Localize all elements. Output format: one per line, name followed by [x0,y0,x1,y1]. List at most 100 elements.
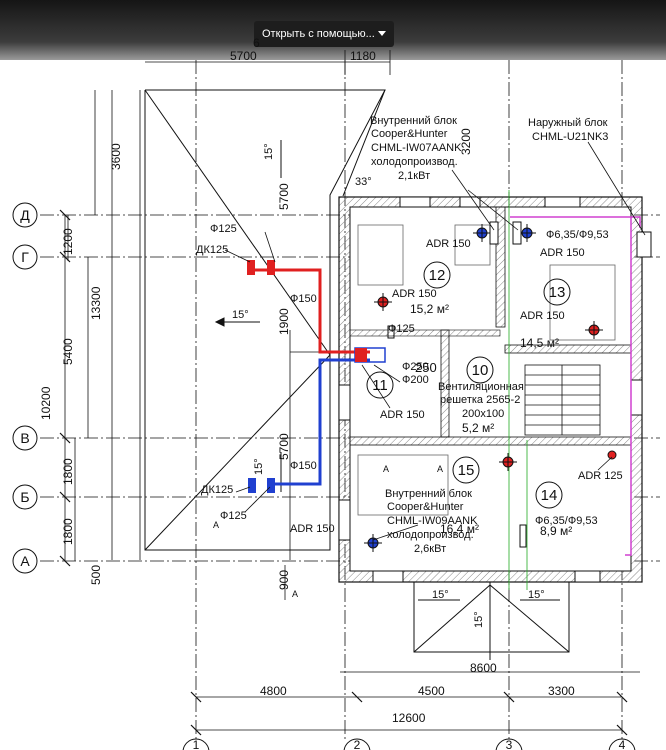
room-14-num: 14 [541,487,558,504]
room-10-area: 5,2 м² [462,421,494,435]
slope-6: 15° [473,611,485,628]
axis-col-2: 2 [354,738,361,750]
slope-3: 15° [253,458,265,475]
room-10-num: 10 [472,362,489,379]
dim-left-5400: 5400 [61,338,75,365]
diffusers [364,224,617,552]
dim-left-500: 500 [89,565,103,585]
dim-left-3600: 3600 [109,143,123,170]
indoor2-line4: холодопроизвод. [387,529,474,541]
dim-left-10200: 10200 [39,386,53,420]
indoor2-line3: CHML-IW09AANK [387,515,478,527]
leader-lines [224,141,646,541]
section-a-3: А [292,589,298,599]
column-axis-markers: 1 2 3 4 [182,738,636,750]
dim-bottom-4800: 4800 [260,684,287,698]
outdoor-line1: Наружный блок [528,117,608,129]
duct-d125-a: Ф125 [210,223,237,235]
diffuser-exhaust [607,450,617,460]
room-12-num: 12 [429,267,446,284]
slope-labels: 15° 15° 15° 15° 15° 15° 33° [232,143,545,628]
duct-d125-c: Ф125 [220,510,247,522]
pipe-size-1: Ф6,35/Ф9,53 [546,229,609,241]
dim-bottom-8600: 8600 [470,661,497,675]
vent-line3: 200х100 [462,408,504,420]
room-250-tag: 250 [415,360,437,375]
dim-left-3200: 3200 [459,128,473,155]
dim-mid-900: 900 [277,570,291,590]
building-walls [338,190,643,590]
axis-row-g: Г [21,249,29,265]
adr150-b: ADR 150 [540,247,585,259]
indoor1-line2: Cooper&Hunter [371,128,448,140]
indoor1-line4: холодопроизвод. [371,156,458,168]
duct-dk125-a: ДК125 [196,244,228,256]
indoor2-line1: Внутренний блок [385,488,472,500]
slope-4: 15° [432,589,449,601]
viewer-toolbar: Открыть с помощью... [0,0,666,60]
pipe-size-2: Ф6,35/Ф9,53 [535,515,598,527]
room-15-num: 15 [458,462,475,479]
room-11-num: 11 [372,377,388,394]
duct-d150-a: Ф150 [290,293,317,305]
dim-left-1800b: 1800 [61,518,75,545]
slope-arrows [214,140,560,640]
open-with-button[interactable]: Открыть с помощью... [254,21,394,47]
row-axis-markers: Д Г В Б А [12,202,38,574]
adr150-e: ADR 150 [380,409,425,421]
duct-dk125-b: ДК125 [201,484,233,496]
axis-row-a: А [20,553,30,569]
duct-d125-b: Ф125 [388,323,415,335]
adr150-f: ADR 150 [290,523,335,535]
room-15-area: 16,4 м² [440,522,479,536]
diffuser-exhaust [364,534,382,552]
diffuser-supply [585,321,603,339]
indoor1-line3: CHML-IW07AANK [371,142,462,154]
axis-row-d: Д [20,207,30,223]
open-with-label: Открыть с помощью... [262,28,375,40]
vent-line1: Вентиляционная [438,381,524,393]
section-a-4: А [213,520,219,530]
axis-col-3: 3 [506,738,513,750]
duct-d150-b: Ф150 [290,460,317,472]
indoor2-line5: 2,6кВт [414,543,446,555]
diffuser-supply [374,293,392,311]
dim-top-6: 6 [253,36,260,50]
section-a-2: А [437,464,443,474]
duct-d250: Ф250 [402,361,429,373]
section-a-1: А [383,464,389,474]
room-12-area: 15,2 м² [410,302,449,316]
diffuser-exhaust [473,224,491,242]
dim-left-1200: 1200 [61,228,75,255]
indoor1-line1: Внутренний блок [370,115,457,127]
dim-bottom-3300: 3300 [548,684,575,698]
slope-1: 15° [232,309,249,321]
duct-d200: Ф200 [402,374,429,386]
room-14-area: 8,9 м² [540,524,572,538]
axis-col-4: 4 [619,738,626,750]
dim-mid-1900: 1900 [277,308,291,335]
annotations: Внутренний блок Cooper&Hunter CHML-IW07A… [196,115,623,599]
chevron-down-icon [378,31,386,36]
adr150-c: ADR 150 [392,288,437,300]
adr150-d: ADR 150 [520,310,565,322]
slope-2: 15° [263,143,275,160]
dim-bottom-4500: 4500 [418,684,445,698]
dim-left-5700: 5700 [277,183,291,210]
outdoor-line2: CHML-U21NK3 [532,131,608,143]
axis-row-b: Б [20,489,29,505]
axis-col-1: 1 [193,738,200,750]
room-tags: 12 15,2 м² 13 14,5 м² 10 5,2 м² 11 250 1… [366,261,572,538]
dim-left-13300: 13300 [89,286,103,320]
slope-5: 15° [528,589,545,601]
dimension-lines [64,50,640,731]
dim-left-1800a: 1800 [61,458,75,485]
dim-bottom-12600: 12600 [392,711,426,725]
dim-mid-5700: 5700 [277,433,291,460]
roof-outline [144,89,386,551]
indoor1-line5: 2,1кВт [398,170,430,182]
indoor2-line2: Cooper&Hunter [387,501,464,513]
adr125: ADR 125 [578,470,623,482]
room-13-num: 13 [549,284,566,301]
